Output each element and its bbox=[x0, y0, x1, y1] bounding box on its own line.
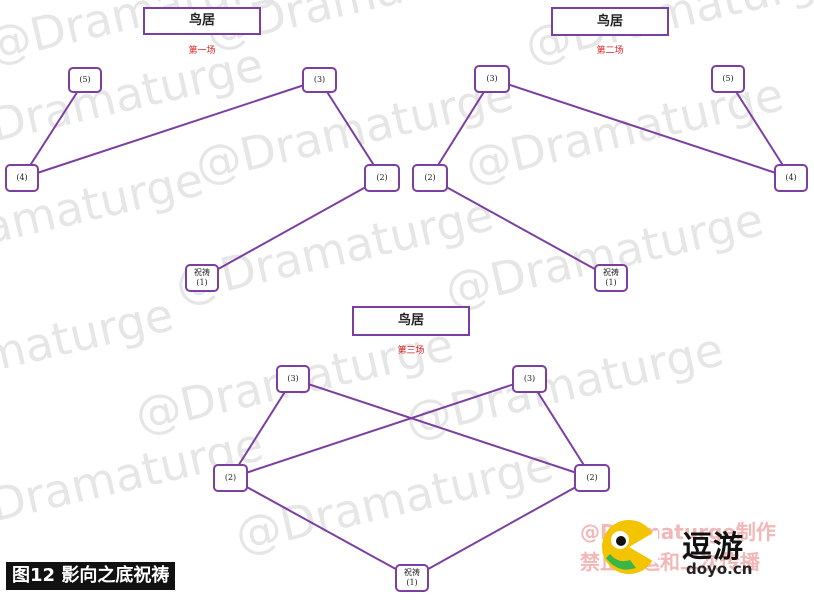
edge-line bbox=[229, 378, 294, 479]
node-3: (3) bbox=[276, 365, 310, 393]
node-5: (5) bbox=[711, 65, 745, 93]
node-sublabel: (1) bbox=[196, 278, 208, 287]
edge-line bbox=[528, 378, 593, 479]
edge-line bbox=[230, 477, 413, 579]
node-label: (4) bbox=[785, 173, 797, 182]
node-2: (2) bbox=[364, 164, 400, 192]
edge-line bbox=[727, 78, 792, 179]
node-2: (2) bbox=[574, 464, 610, 492]
node-blessing: 祝祷 (1) bbox=[395, 564, 429, 592]
diagram-title: 鸟居 bbox=[352, 306, 470, 336]
node-label: (5) bbox=[79, 75, 91, 84]
edge-line bbox=[429, 177, 612, 279]
logo-mascot-icon bbox=[602, 520, 658, 574]
site-logo: @Dramaturge制作 禁止搬运和二次传播 逗游 doyo.cn bbox=[580, 512, 814, 600]
node-label: (3) bbox=[313, 75, 326, 84]
node-label: (2) bbox=[586, 473, 598, 482]
edge-line bbox=[491, 78, 792, 179]
node-2: (2) bbox=[412, 164, 448, 192]
scene-label: 第一场 bbox=[188, 46, 216, 56]
node-5: (5) bbox=[68, 67, 102, 93]
node-4: (4) bbox=[774, 164, 808, 192]
node-label: (2) bbox=[376, 173, 388, 182]
edge-line bbox=[411, 477, 593, 579]
edge-line bbox=[230, 378, 530, 479]
edge-line bbox=[292, 378, 593, 479]
logo-domain: doyo.cn bbox=[686, 560, 753, 578]
edge-line bbox=[318, 79, 383, 179]
node-blessing: 祝祷 (1) bbox=[185, 264, 219, 292]
edge-line bbox=[429, 78, 493, 179]
node-4: (4) bbox=[5, 164, 39, 192]
edge-line bbox=[201, 177, 383, 279]
node-label: (3) bbox=[486, 74, 498, 83]
edge-line bbox=[21, 79, 320, 179]
node-label: (3) bbox=[287, 374, 299, 383]
node-sublabel: (1) bbox=[406, 578, 418, 587]
node-label: 祝祷 bbox=[194, 268, 210, 277]
node-label: (2) bbox=[424, 173, 436, 182]
node-label: (5) bbox=[722, 74, 734, 83]
node-label: (2) bbox=[224, 473, 237, 482]
scene-label: 第三场 bbox=[397, 346, 425, 356]
scene-label: 第二场 bbox=[596, 46, 624, 56]
node-label: (4) bbox=[16, 173, 28, 182]
node-3: (3) bbox=[474, 65, 510, 93]
figure-caption: 图12 影向之底祝祷 bbox=[6, 562, 176, 590]
node-label: (3) bbox=[523, 374, 536, 383]
logo-name: 逗游 bbox=[682, 530, 744, 565]
diagram-title: 鸟居 bbox=[143, 7, 261, 35]
node-label: 祝祷 bbox=[404, 568, 420, 577]
node-3: (3) bbox=[512, 365, 547, 393]
edge-line bbox=[21, 79, 86, 179]
node-blessing: 祝祷 (1) bbox=[594, 264, 628, 292]
node-3: (3) bbox=[302, 67, 337, 93]
diagram-title: 鸟居 bbox=[551, 7, 669, 36]
node-sublabel: (1) bbox=[605, 278, 617, 287]
node-label: 祝祷 bbox=[603, 268, 619, 277]
node-2: (2) bbox=[213, 464, 248, 492]
